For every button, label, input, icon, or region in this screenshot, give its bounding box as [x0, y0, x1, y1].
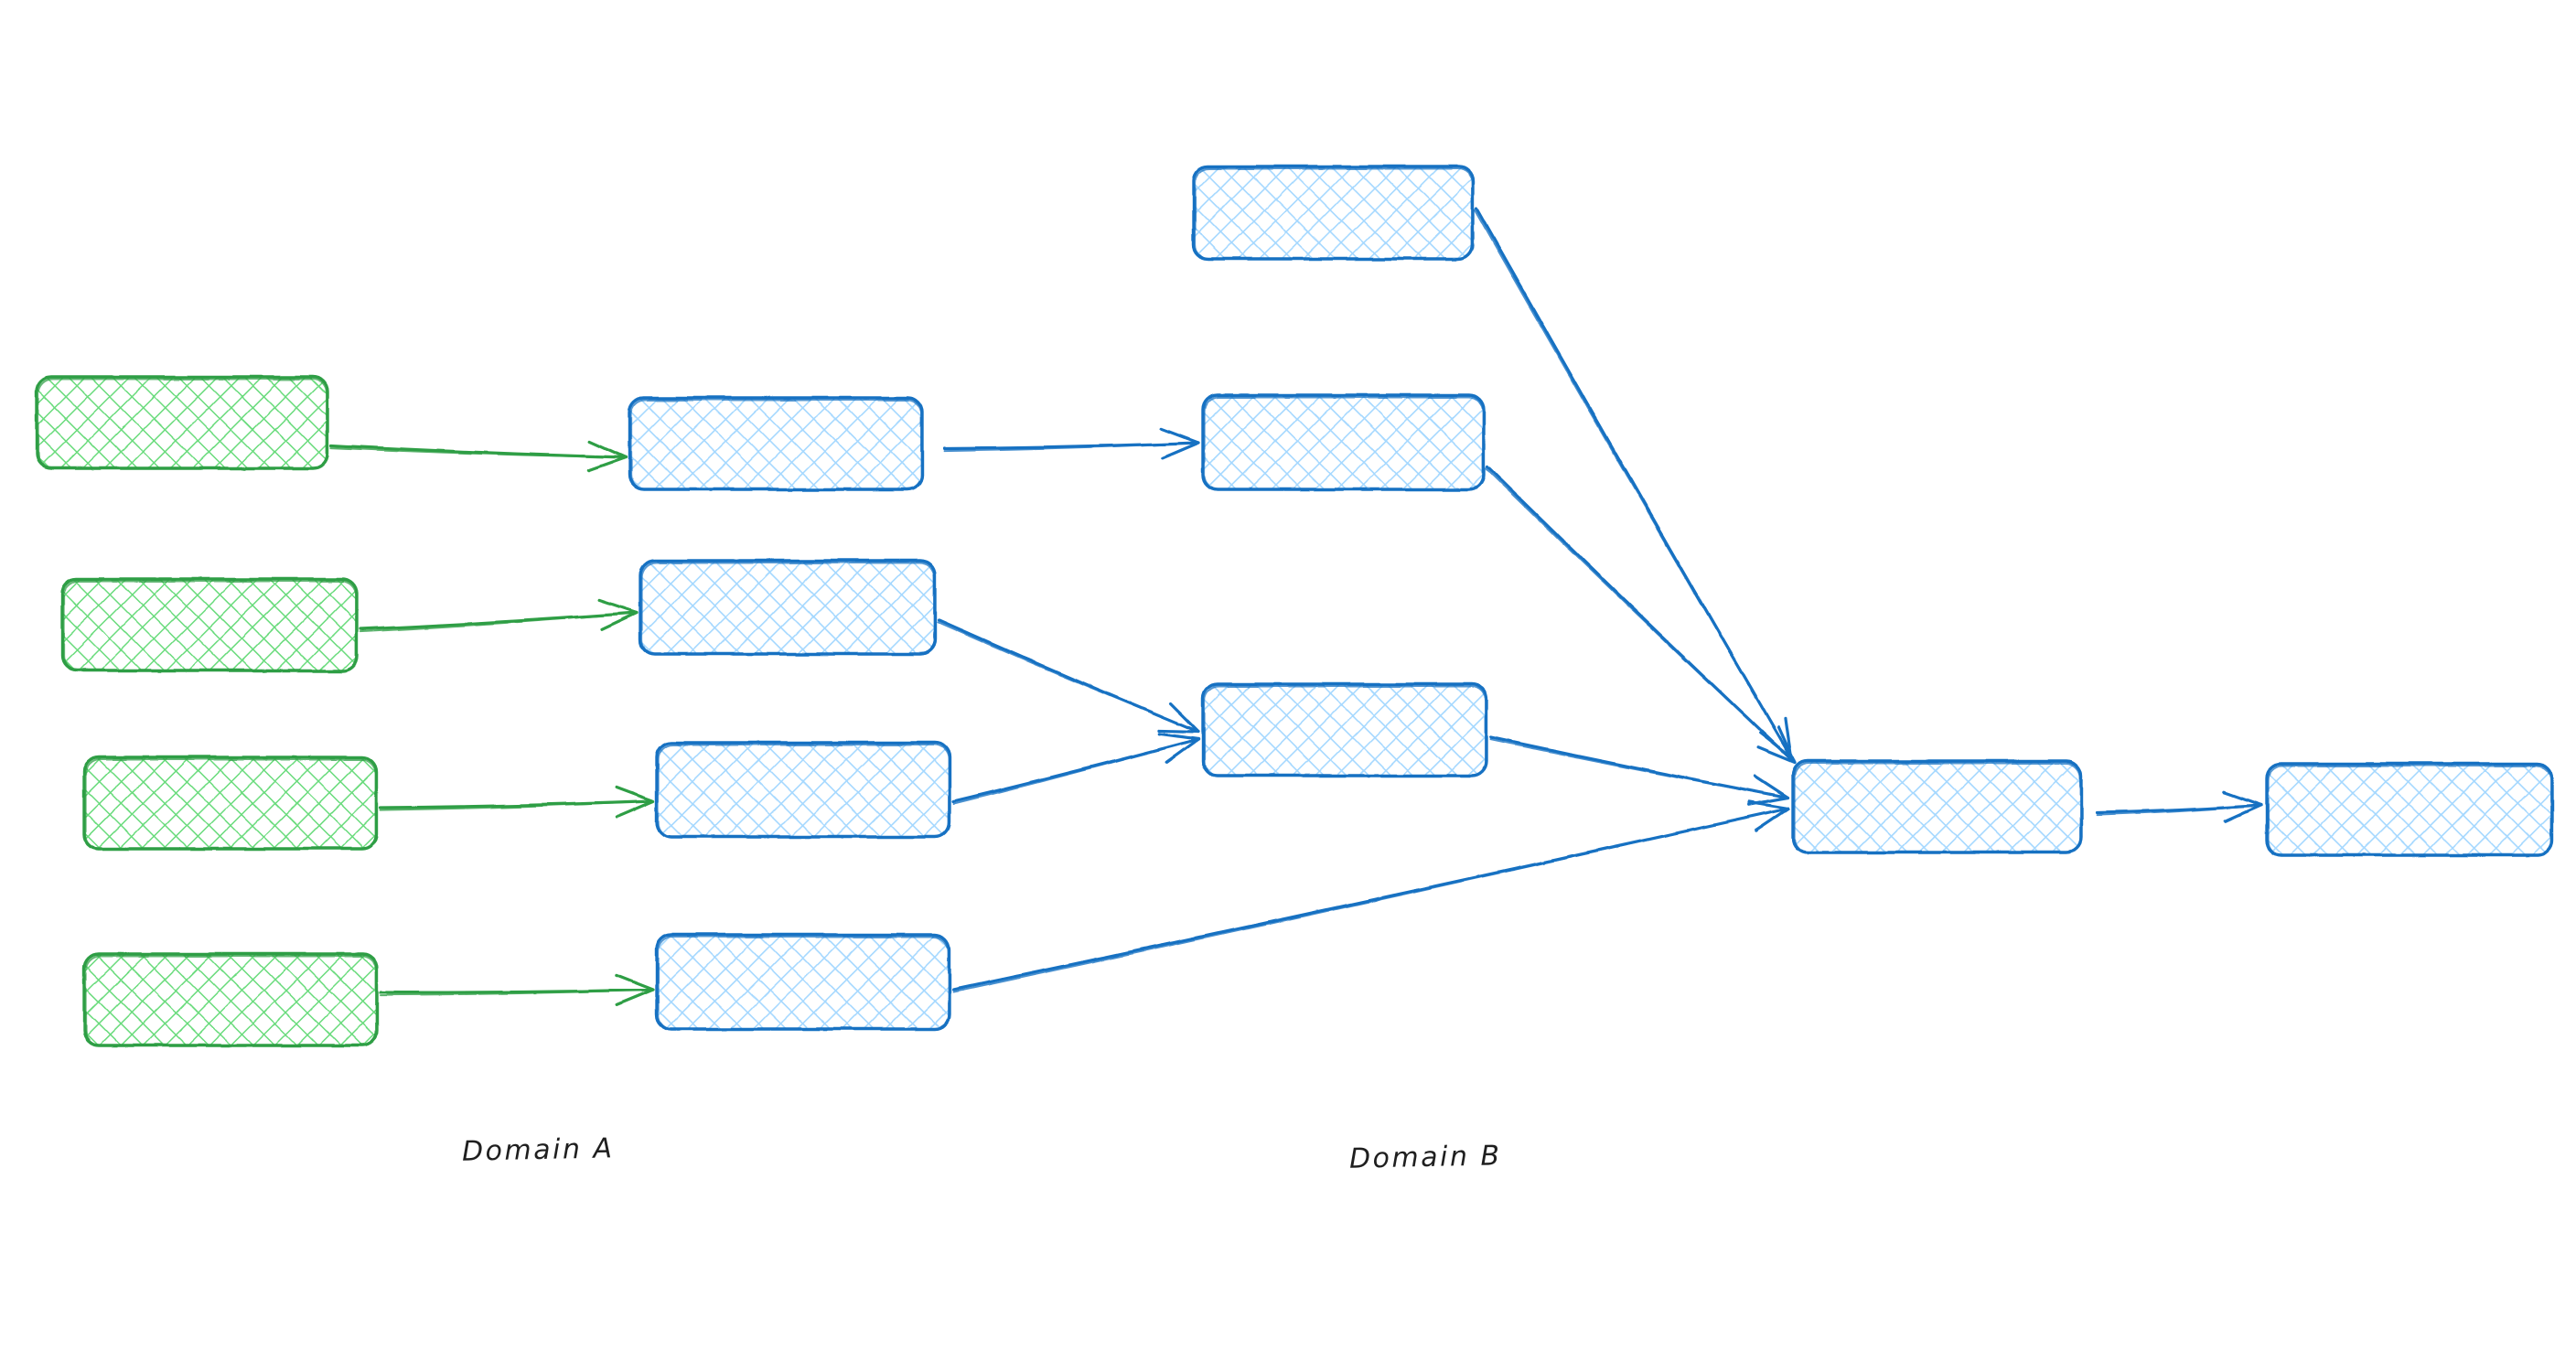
edge-a-src-1-to-a-mid-1: [329, 439, 628, 472]
edge-a-mid-3-to-b-low: [951, 732, 1200, 805]
edge-b-top-to-b-hub: [1473, 207, 1793, 759]
node-a-src-3[interactable]: [82, 756, 379, 851]
edge-a-mid-1-to-b-mid: [942, 427, 1200, 460]
edge-a-mid-2-to-b-low: [936, 618, 1200, 734]
node-a-src-4[interactable]: [82, 952, 379, 1047]
edge-b-mid-to-b-hub: [1485, 465, 1797, 765]
edge-a-src-2-to-a-mid-2: [359, 598, 639, 633]
node-b-hub[interactable]: [1791, 759, 2083, 854]
domain-a-label: Domain A: [461, 1132, 615, 1168]
node-a-mid-3[interactable]: [655, 741, 951, 839]
node-a-mid-2[interactable]: [639, 559, 937, 656]
edge-a-mid-4-to-b-hub: [951, 800, 1790, 993]
node-a-src-2[interactable]: [60, 577, 359, 672]
nodes-layer: [35, 165, 2554, 1047]
edge-a-src-4-to-a-mid-4: [379, 973, 655, 1006]
node-b-top[interactable]: [1192, 165, 1475, 261]
node-a-mid-1[interactable]: [628, 396, 924, 491]
edges-layer: [329, 207, 2263, 1006]
node-b-out[interactable]: [2265, 762, 2554, 857]
node-b-mid[interactable]: [1201, 393, 1486, 491]
domain-b-label: Domain B: [1348, 1140, 1502, 1175]
edge-b-hub-to-b-out: [2095, 790, 2263, 823]
node-a-mid-4[interactable]: [655, 933, 951, 1031]
edge-a-src-3-to-a-mid-3: [379, 786, 655, 819]
node-a-src-1[interactable]: [35, 375, 329, 470]
node-b-low[interactable]: [1201, 682, 1488, 777]
edge-b-low-to-b-hub: [1489, 735, 1790, 807]
